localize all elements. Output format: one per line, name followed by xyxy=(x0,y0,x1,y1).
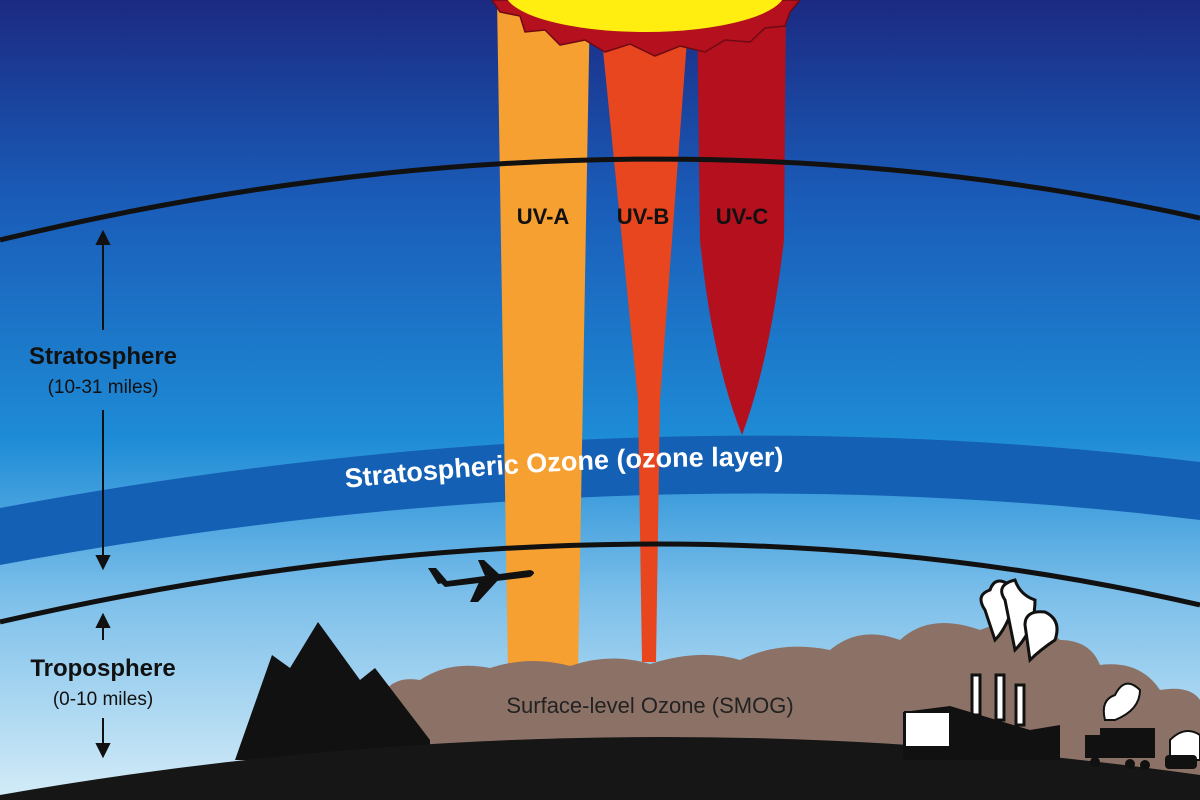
ground xyxy=(0,736,1200,800)
uv-c-beam xyxy=(697,0,786,435)
car-icon xyxy=(1165,730,1200,769)
troposphere-range: (0-10 miles) xyxy=(53,689,153,710)
factory-icon xyxy=(903,578,1060,760)
tropopause-boundary xyxy=(0,541,1200,625)
uv-a-beam xyxy=(497,0,590,672)
truck-icon xyxy=(1085,682,1155,770)
uv-a-label: UV-A xyxy=(517,204,570,229)
sun-icon xyxy=(491,0,801,57)
troposphere-label: Troposphere xyxy=(30,655,175,682)
airplane-icon xyxy=(428,560,534,602)
smog-label: Surface-level Ozone (SMOG) xyxy=(506,693,793,718)
uv-b-beam xyxy=(598,0,690,662)
uv-c-label: UV-C xyxy=(716,204,769,229)
mountain-icon xyxy=(235,622,430,760)
stratosphere-range: (10-31 miles) xyxy=(48,377,159,398)
uv-b-label: UV-B xyxy=(617,204,670,229)
stratosphere-height-arrow xyxy=(95,229,111,571)
stratosphere-top-boundary xyxy=(0,156,1200,243)
ozone-layer-band xyxy=(0,435,1200,565)
troposphere-height-arrow xyxy=(95,612,111,759)
stratosphere-label: Stratosphere xyxy=(29,343,177,370)
